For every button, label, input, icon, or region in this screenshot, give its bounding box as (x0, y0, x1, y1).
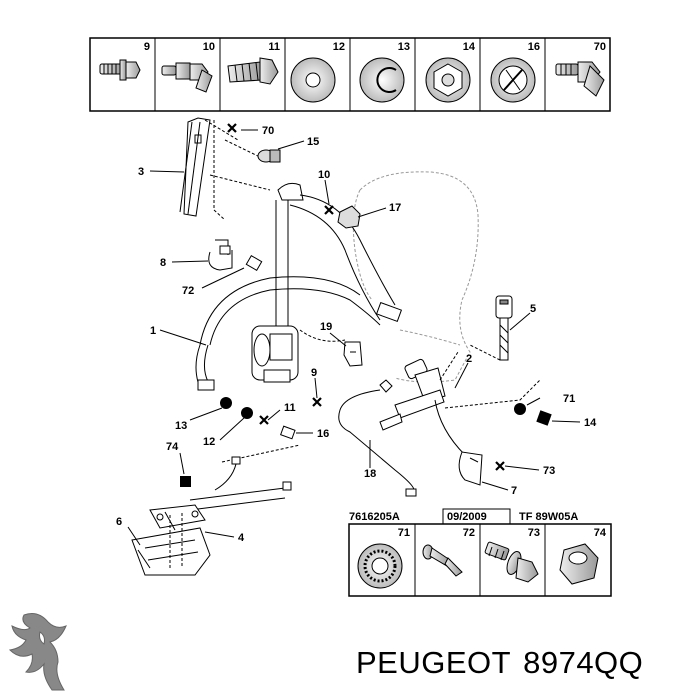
part-number: 8974QQ (523, 645, 644, 680)
threaded-stud-icon (227, 57, 279, 85)
callout-7: 7 (511, 485, 517, 497)
trim-clip (337, 205, 361, 229)
bottom-cell-label: 72 (463, 527, 475, 539)
seat-outline (352, 171, 479, 383)
callout-8: 8 (160, 257, 166, 269)
top-cell-label: 10 (203, 41, 215, 53)
serrated-washer-icon (357, 543, 403, 589)
flat-washer-icon (290, 57, 336, 103)
washer-bolt-icon (484, 541, 539, 583)
callout-70: 70 (262, 125, 274, 137)
top-cell-label: 13 (398, 41, 410, 53)
top-cell-label: 70 (594, 41, 606, 53)
top-cell-label: 14 (463, 41, 476, 53)
bottom-parts-table: 7616205A 09/2009 TF 89W05A 71 72 73 74 (348, 508, 612, 597)
hex-nut-icon (425, 57, 471, 103)
callout-16: 16 (317, 428, 329, 440)
brand-name: PEUGEOT (356, 645, 512, 680)
header-ref: 7616205A (349, 511, 400, 523)
top-cell-label: 16 (528, 41, 540, 53)
hex-bolt-icon (555, 61, 605, 97)
callout-17: 17 (389, 202, 401, 214)
seat-belt-assembly (131, 117, 541, 576)
callout-labels: 70 15 3 10 17 8 72 1 19 5 2 9 11 71 13 1… (116, 125, 597, 544)
callout-10: 10 (318, 169, 330, 181)
adjuster-button (257, 149, 281, 163)
rivet-icon (422, 544, 463, 577)
callout-9: 9 (311, 367, 317, 379)
bottom-cell-label: 73 (528, 527, 540, 539)
bottom-cell-label: 74 (594, 527, 607, 539)
header-date: 09/2009 (447, 511, 487, 523)
callout-1: 1 (150, 325, 156, 337)
anchor-bracket (458, 451, 483, 486)
flange-bolt-icon (99, 59, 141, 81)
spacer-ring-icon (359, 57, 405, 103)
callout-71: 71 (563, 393, 575, 405)
callout-4: 4 (238, 532, 245, 544)
buckle-pretensioner (379, 358, 446, 431)
seat-belt-buckle (495, 295, 513, 361)
top-cell-label: 11 (268, 41, 280, 53)
callout-3: 3 (138, 166, 144, 178)
height-adjuster-rail (179, 117, 211, 217)
header-code: TF 89W05A (519, 511, 578, 523)
belt-retractor (251, 325, 299, 383)
callout-leaders (127, 129, 581, 546)
bottom-cell-label: 71 (398, 527, 410, 539)
top-cell-label: 9 (144, 41, 150, 53)
lower-anchor (149, 504, 206, 531)
callout-13: 13 (175, 420, 187, 432)
washer-markers (180, 397, 552, 487)
brand-part-number: PEUGEOT 8974QQ (356, 645, 655, 681)
callout-2: 2 (466, 353, 472, 365)
flange-nut-icon (559, 543, 599, 585)
callout-19: 19 (320, 321, 332, 333)
top-cell-label: 12 (333, 41, 345, 53)
peugeot-lion-icon (8, 613, 67, 691)
callout-14: 14 (584, 417, 597, 429)
callout-73: 73 (543, 465, 555, 477)
callout-5: 5 (530, 303, 536, 315)
callout-74: 74 (166, 441, 179, 453)
callout-11: 11 (284, 402, 296, 414)
callout-12: 12 (203, 436, 215, 448)
callout-18: 18 (364, 468, 376, 480)
push-clip-icon (490, 57, 536, 103)
callout-72: 72 (182, 285, 194, 297)
seat-rail-bracket (131, 513, 211, 576)
top-parts-table: 9 10 11 12 13 14 16 70 (89, 37, 611, 112)
fastener-markers (227, 123, 505, 471)
callout-15: 15 (307, 136, 319, 148)
guide-bracket (208, 239, 263, 272)
belt-guide-clip (343, 341, 363, 367)
shoulder-bolt-icon (161, 62, 213, 93)
callout-6: 6 (116, 516, 122, 528)
